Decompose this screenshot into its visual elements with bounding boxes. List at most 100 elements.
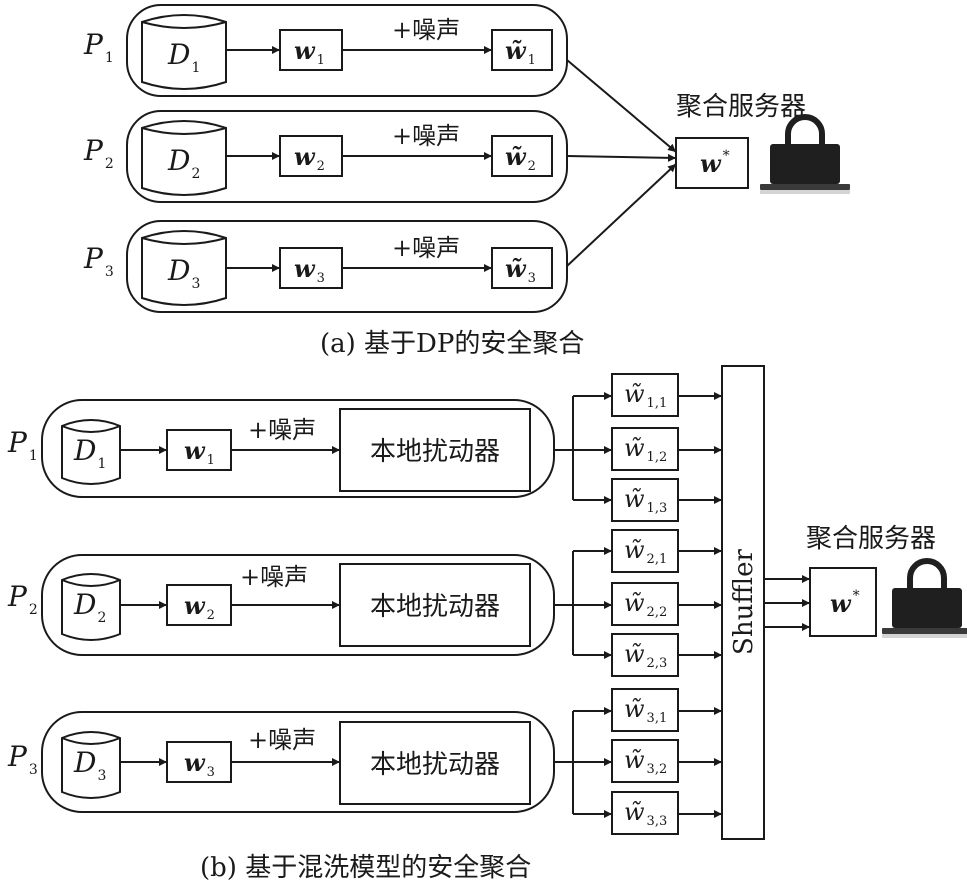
svg-text:P2: P2 [83,134,114,172]
perturbed-model-label: w̃ [624,589,645,617]
svg-text:w1: w1 [294,36,325,68]
dataset-cylinder [141,230,227,306]
local-perturber-label: 本地扰动器 [370,592,500,622]
svg-text:D2: D2 [73,588,106,626]
global-model-label: w [830,589,852,618]
dataset-label: D [73,746,96,779]
global-model-box [809,567,877,637]
perturbed-model-box [611,791,679,835]
svg-text:w̃1: w̃1 [505,36,536,68]
arrow [566,163,677,267]
dataset-cylinder [61,731,121,799]
server-title: 聚合服务器 [806,524,936,554]
noise-label: +噪声 [248,726,316,754]
local-model-label: w [184,591,206,620]
noisy-model-sub: 3 [528,271,536,286]
dataset-label: D [73,588,96,621]
svg-text:w̃2,2: w̃2,2 [624,589,667,620]
party-container [126,220,568,313]
local-model-label: w [294,254,316,283]
local-model-box [166,741,232,783]
global-model-sup: * [853,588,860,604]
svg-text:w̃1,2: w̃1,2 [624,434,667,465]
noisy-model-sub: 1 [528,53,536,68]
local-model-label: w [294,142,316,171]
local-model-label: w [184,436,206,465]
svg-text:D1: D1 [73,434,106,472]
perturbed-model-label: w̃ [624,798,645,826]
party-label-sub: 1 [29,448,38,464]
party-label-sub: 3 [29,762,38,778]
dataset-label-sub: 3 [191,276,200,292]
svg-text:w̃3,3: w̃3,3 [624,798,667,829]
party-label: P [83,134,104,167]
fanout-connector [554,551,574,655]
dataset-label-sub: 2 [97,610,106,626]
local-perturber-label: 本地扰动器 [370,437,500,467]
svg-text:w1: w1 [184,436,215,468]
svg-text:w2: w2 [184,591,215,623]
svg-text:w3: w3 [294,254,325,286]
local-model-sub: 2 [207,608,215,623]
noisy-model-sub: 2 [528,159,536,174]
noisy-model-label: w̃ [505,36,527,65]
local-model-box [279,29,343,71]
perturbed-model-box [611,633,679,677]
svg-text:w2: w2 [294,142,325,174]
dataset-cylinder [141,120,227,196]
local-model-label: w [294,36,316,65]
svg-text:P1: P1 [83,28,114,66]
perturbed-model-label: w̃ [624,536,645,564]
svg-text:P3: P3 [7,740,38,778]
local-perturber-label: 本地扰动器 [370,750,500,780]
local-model-box [279,247,343,289]
svg-text:w*: w* [700,148,730,178]
dataset-label: D [167,144,190,177]
dataset-label-sub: 1 [191,60,200,76]
party-label: P [83,242,104,275]
svg-text:w*: w* [830,588,860,618]
perturbed-model-box [611,478,679,522]
local-model-sub: 3 [317,271,325,286]
perturbed-model-sub: 2,1 [647,552,668,567]
caption-b: (b) 基于混洗模型的安全聚合 [200,853,531,883]
party-label-sub: 2 [105,156,114,172]
local-model-sub: 3 [207,765,215,780]
party-label: P [7,580,28,613]
svg-text:w̃1,1: w̃1,1 [624,380,667,411]
party-label-sub: 3 [105,264,114,280]
arrow [566,59,677,153]
perturbed-model-box [611,529,679,573]
svg-text:w̃3,2: w̃3,2 [624,746,667,777]
shuffler-box [721,365,765,840]
party-label: P [83,28,104,61]
global-model-box [675,137,749,189]
perturbed-model-sub: 3,3 [647,814,668,829]
dataset-label-sub: 1 [97,456,106,472]
noise-label: +噪声 [392,122,460,150]
perturbed-model-sub: 1,2 [647,450,668,465]
global-model-label: w [700,149,722,178]
svg-text:w̃1,3: w̃1,3 [624,485,667,516]
shuffler-label: Shuffler [729,548,759,654]
party-label-sub: 2 [29,602,38,618]
padlock-laptop-icon [760,117,850,194]
fanout-connector [554,396,574,500]
svg-text:D2: D2 [167,144,200,182]
noise-label: +噪声 [392,234,460,262]
dataset-label-sub: 2 [191,166,200,182]
party-label: P [7,740,28,773]
fanout-connector [554,711,574,814]
perturbed-model-box [611,373,679,417]
dataset-cylinder [61,419,121,485]
caption-a: (a) 基于DP的安全聚合 [320,329,584,359]
perturbed-model-label: w̃ [624,640,645,668]
local-perturber-box [339,563,531,647]
server-title: 聚合服务器 [676,92,806,122]
